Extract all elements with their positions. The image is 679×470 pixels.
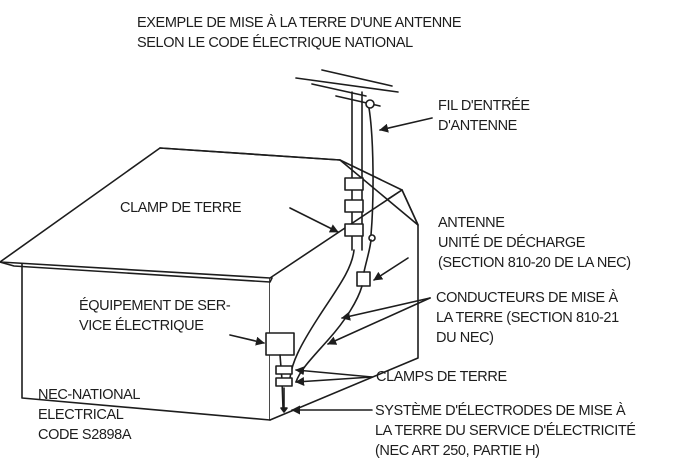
label-ground-clamp: CLAMP DE TERRE [120,198,242,218]
mast-clamp [344,223,364,237]
label-nec-note-line-3: CODE S2898A [38,427,132,443]
label-discharge-unit-line-1: ANTENNE [438,215,505,231]
leader-ground-clamps-upper [295,366,373,378]
antenna-insulator [365,99,375,109]
label-grounding-conductors-line-3: DU NEC) [436,330,494,346]
label-discharge-unit-line-3: (SECTION 810-20 DE LA NEC) [438,255,631,271]
label-grounding-conductors: CONDUCTEURS DE MISE À LA TERRE (SECTION … [436,288,619,348]
leader-service-equipment [229,334,265,346]
label-nec-note-line-2: ELECTRICAL [38,407,124,423]
label-ground-clamp-line-1: CLAMP DE TERRE [120,200,242,216]
label-electrode-system-line-3: (NEC ART 250, PARTIE H) [375,443,540,459]
label-electrode-system-line-2: LA TERRE DU SERVICE D'ÉLECTRICITÉ [375,423,636,439]
label-discharge-unit: ANTENNE UNITÉ DE DÉCHARGE (SECTION 810-2… [438,213,631,273]
house-roof-edge [0,261,273,283]
label-nec-note: NEC-NATIONAL ELECTRICAL CODE S2898A [38,385,140,445]
antenna-element [295,77,399,93]
diagram-title-line-1: EXEMPLE DE MISE À LA TERRE D'UNE ANTENNE [137,15,462,31]
label-service-equipment: ÉQUIPEMENT DE SER- VICE ÉLECTRIQUE [79,296,231,336]
mast-ground-wire [289,249,355,379]
leader-lead-in [379,117,433,133]
diagram-title-line-2: SELON LE CODE ÉLECTRIQUE NATIONAL [137,35,413,51]
antenna-element [311,83,367,97]
ground-rod-tip [280,407,288,413]
label-ground-clamps-line-1: CLAMPS DE TERRE [376,369,507,385]
house [0,147,419,421]
lead-in-to-discharge [363,239,372,273]
label-lead-in-line-2: D'ANTENNE [438,118,517,134]
antenna-assembly [289,69,399,383]
antenna-element [321,69,393,87]
label-electrode-system: SYSTÈME D'ÉLECTRODES DE MISE À LA TERRE … [375,401,636,461]
ground-clamp [275,377,293,387]
house-roof-ridge [159,147,341,161]
label-service-equipment-line-2: VICE ÉLECTRIQUE [79,318,204,334]
leader-arrows [229,117,433,415]
service-equipment-box [265,332,295,356]
mast-clamp [344,177,364,191]
label-lead-in-line-1: FIL D'ENTRÉE [438,98,530,114]
leader-ground-clamps-lower [295,376,373,386]
leader-conductor-upper [341,297,431,321]
lead-in-wire [368,107,374,236]
leader-discharge-unit [373,257,409,281]
label-grounding-conductors-line-2: LA TERRE (SECTION 810-21 [436,310,619,326]
label-service-equipment-line-1: ÉQUIPEMENT DE SER- [79,298,231,314]
discharge-unit [356,271,371,287]
lead-in-standoff [368,234,376,242]
ground-clamp [275,365,293,375]
leader-ground-clamp [289,207,339,233]
diagram-title: EXEMPLE DE MISE À LA TERRE D'UNE ANTENNE… [137,13,462,53]
label-lead-in: FIL D'ENTRÉE D'ANTENNE [438,96,530,136]
label-grounding-conductors-line-1: CONDUCTEURS DE MISE À [436,290,618,306]
label-ground-clamps: CLAMPS DE TERRE [376,367,507,387]
leader-conductor-lower [327,297,431,345]
ground-assembly [265,332,295,413]
label-nec-note-line-1: NEC-NATIONAL [38,387,141,403]
label-discharge-unit-line-2: UNITÉ DE DÉCHARGE [438,235,586,251]
label-electrode-system-line-1: SYSTÈME D'ÉLECTRODES DE MISE À [375,403,626,419]
mast-clamp [344,199,364,213]
house-gable-trim [339,159,403,191]
